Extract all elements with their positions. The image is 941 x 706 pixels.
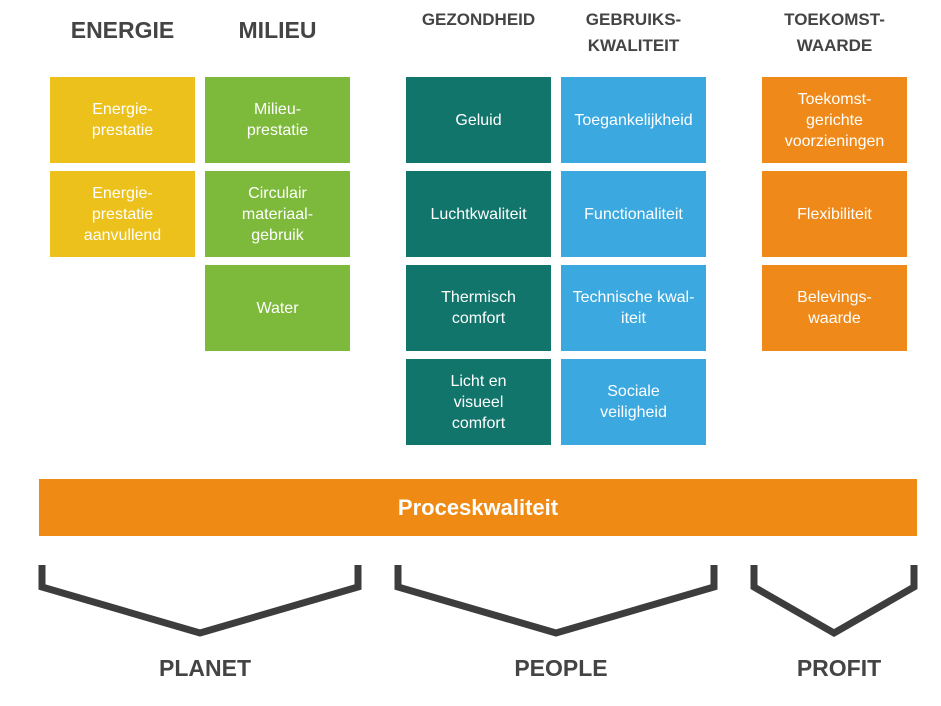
label-planet: PLANET [159,655,251,681]
tile-belevingswaarde: Belevings- waarde [762,265,907,351]
heading-gezondheid: GEZONDHEID [421,10,536,29]
heading-energie: ENERGIE [70,17,175,43]
tile-functionaliteit: Functionaliteit [561,171,706,257]
tile-sociale-veiligheid: Sociale veiligheid [561,359,706,445]
grouping-brackets [38,565,918,638]
tile-milieuprestatie: Milieu- prestatie [205,77,350,163]
label-people: PEOPLE [514,655,608,681]
heading-gebruikskwaliteit: GEBRUIKS- KWALITEIT [585,10,682,55]
process-quality-label: Proceskwaliteit [397,494,559,520]
tile-circulair-materiaalgebruik: Circulair materiaal- gebruik [205,171,350,257]
label-profit: PROFIT [796,655,882,681]
tile-technische-kwaliteit: Technische kwal- iteit [561,265,706,351]
tile-toekomstgerichte-voorzieningen: Toekomst- gerichte voorzieningen [762,77,907,163]
tile-geluid: Geluid [406,77,551,163]
bracket-planet [38,565,362,637]
tile-thermisch-comfort: Thermisch comfort [406,265,551,351]
bracket-people [394,565,718,637]
heading-milieu: MILIEU [238,17,317,43]
tile-licht-en-visueel-comfort: Licht en visueel comfort [406,359,551,445]
tile-energieprestatie: Energie- prestatie [50,77,195,163]
tile-luchtkwaliteit: Luchtkwaliteit [406,171,551,257]
bracket-profit [750,565,918,638]
process-quality-bar: Proceskwaliteit [39,479,917,536]
heading-toekomstwaarde: TOEKOMST- WAARDE [784,10,885,55]
tile-toegankelijkheid: Toegankelijkheid [561,77,706,163]
tile-energieprestatie-aanvullend: Energie- prestatie aanvullend [50,171,195,257]
tile-flexibiliteit: Flexibiliteit [762,171,907,257]
tile-water: Water [205,265,350,351]
